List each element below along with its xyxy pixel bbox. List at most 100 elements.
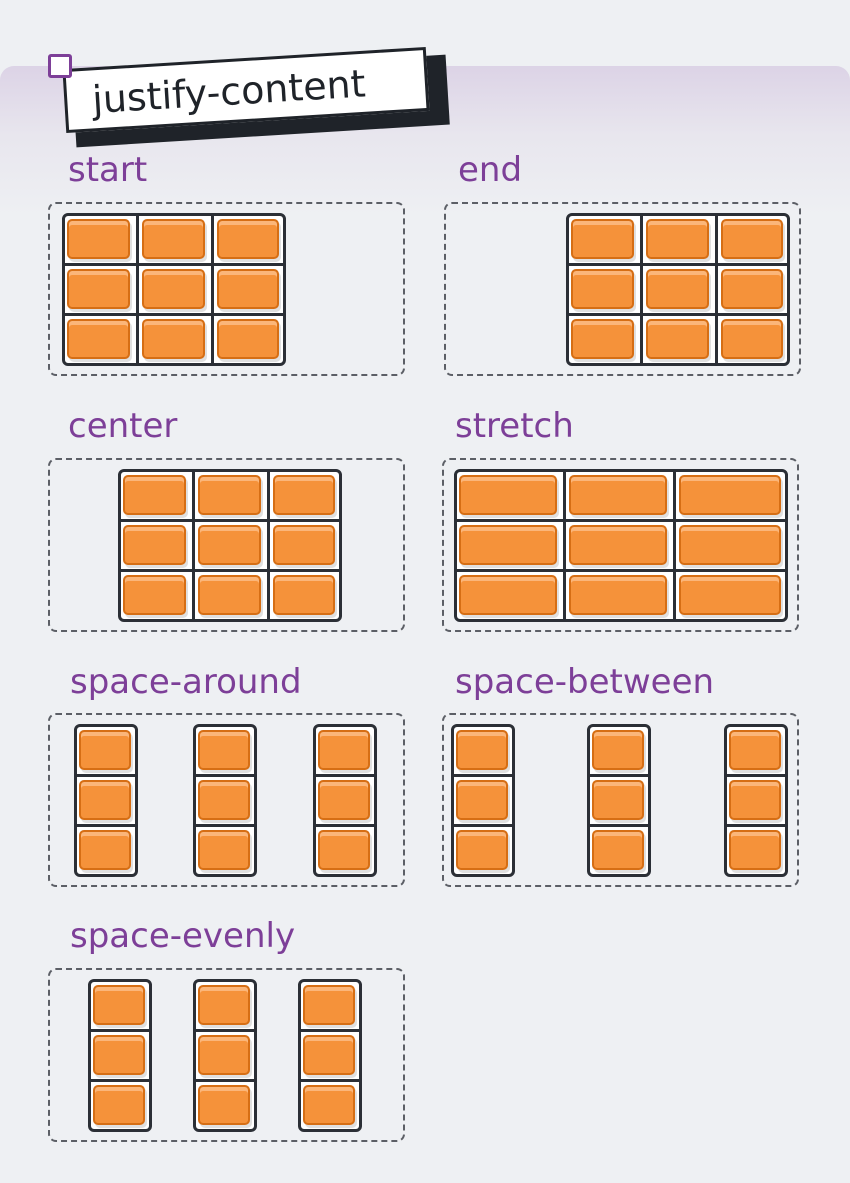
grid-item-block (646, 319, 709, 359)
panel-label-start: start (68, 150, 148, 190)
grid-item-block (198, 730, 250, 770)
grid-item-block (679, 575, 781, 615)
panel-space-around (48, 713, 405, 887)
grid-row-line (193, 824, 257, 827)
grid-item-block (217, 269, 279, 309)
grid-row-line (193, 1079, 257, 1082)
grid-item-block (273, 475, 335, 515)
grid-item-block (79, 780, 131, 820)
grid-item-block (318, 780, 370, 820)
grid-item-block (721, 319, 783, 359)
grid-item-block (217, 319, 279, 359)
grid-column-line (211, 213, 214, 366)
grid-item-block (721, 219, 783, 259)
grid-row-line (118, 519, 342, 522)
grid-row-line (566, 313, 790, 316)
panel-label-space-around: space-around (70, 662, 302, 702)
grid-column-line (267, 469, 270, 622)
grid-item-block (459, 475, 557, 515)
grid-item-block (142, 219, 205, 259)
grid-item-block (569, 475, 667, 515)
grid-item-block (569, 575, 667, 615)
grid-row-line (298, 1029, 362, 1032)
panel-space-evenly (48, 968, 405, 1142)
grid-item-block (198, 985, 250, 1025)
grid-column-line (673, 469, 676, 622)
panel-end (444, 202, 801, 376)
grid-item-block (217, 219, 279, 259)
title-corner-square-icon (48, 54, 72, 78)
grid-item-block (123, 575, 186, 615)
grid-row-line (118, 569, 342, 572)
grid-row-line (724, 774, 788, 777)
title-banner: justify-content (22, 24, 450, 148)
panel-label-space-evenly: space-evenly (70, 916, 296, 956)
grid-item-block (459, 525, 557, 565)
grid-item-block (273, 575, 335, 615)
grid-row-line (587, 824, 651, 827)
grid-row-line (313, 774, 377, 777)
grid-row-line (298, 1079, 362, 1082)
grid-row-line (454, 569, 788, 572)
grid-item-block (273, 525, 335, 565)
grid-item-block (721, 269, 783, 309)
grid-row-line (193, 774, 257, 777)
panel-start (48, 202, 405, 376)
panel-label-stretch: stretch (455, 406, 574, 446)
grid-item-block (303, 1035, 355, 1075)
grid-item-block (123, 525, 186, 565)
grid-item-block (592, 730, 644, 770)
panel-label-space-between: space-between (455, 662, 715, 702)
grid-item-block (198, 1085, 250, 1125)
grid-item-block (571, 219, 634, 259)
grid-item-block (729, 830, 781, 870)
grid-item-block (571, 269, 634, 309)
grid-item-block (93, 985, 145, 1025)
grid-item-block (459, 575, 557, 615)
grid-column-line (192, 469, 195, 622)
grid-item-block (123, 475, 186, 515)
grid-row-line (566, 263, 790, 266)
grid-row-line (88, 1029, 152, 1032)
grid-row-line (313, 824, 377, 827)
grid-item-block (93, 1035, 145, 1075)
grid-item-block (456, 830, 508, 870)
panel-stretch (442, 458, 799, 632)
grid-row-line (587, 774, 651, 777)
grid-item-block (67, 319, 130, 359)
grid-item-block (569, 525, 667, 565)
grid-row-line (451, 774, 515, 777)
grid-item-block (456, 780, 508, 820)
grid-column-line (640, 213, 643, 366)
grid-column-line (715, 213, 718, 366)
grid-row-line (62, 263, 286, 266)
grid-item-block (142, 269, 205, 309)
grid-row-line (74, 824, 138, 827)
grid-item-block (646, 219, 709, 259)
grid-item-block (198, 525, 261, 565)
grid-row-line (454, 519, 788, 522)
grid-row-line (724, 824, 788, 827)
grid-item-block (79, 730, 131, 770)
grid-item-block (679, 475, 781, 515)
panel-label-end: end (458, 150, 523, 190)
panel-label-center: center (68, 406, 178, 446)
grid-item-block (729, 730, 781, 770)
grid-column-line (563, 469, 566, 622)
grid-item-block (198, 830, 250, 870)
grid-item-block (198, 780, 250, 820)
grid-item-block (198, 1035, 250, 1075)
grid-item-block (198, 475, 261, 515)
panel-center (48, 458, 405, 632)
grid-column-line (136, 213, 139, 366)
grid-item-block (142, 319, 205, 359)
grid-item-block (571, 319, 634, 359)
grid-item-block (67, 269, 130, 309)
grid-item-block (679, 525, 781, 565)
grid-item-block (198, 575, 261, 615)
grid-item-block (646, 269, 709, 309)
grid-item-block (592, 830, 644, 870)
grid-item-block (729, 780, 781, 820)
grid-item-block (318, 730, 370, 770)
grid-item-block (318, 830, 370, 870)
